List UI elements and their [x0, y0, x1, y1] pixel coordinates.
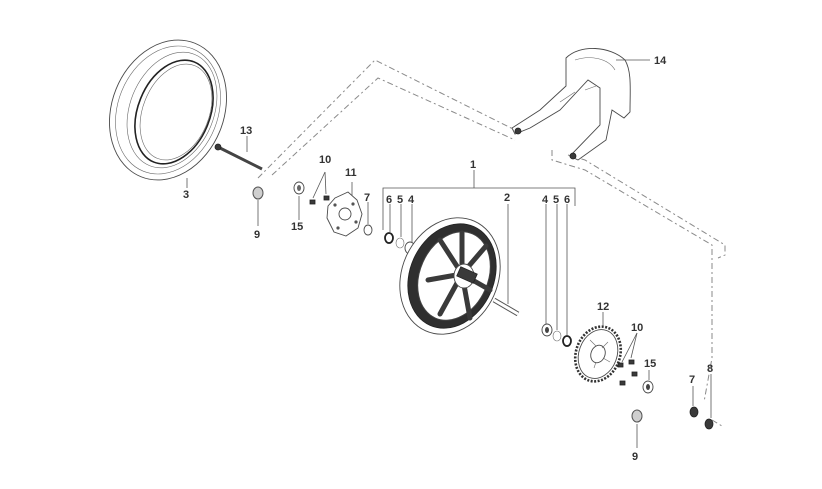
bolts-right — [617, 359, 638, 386]
callout-11: 11 — [345, 167, 357, 179]
callout-8: 8 — [707, 363, 713, 375]
callout-7-right: 7 — [689, 374, 695, 386]
hub-spacer — [492, 297, 520, 317]
bearing-group-right — [541, 323, 572, 347]
callout-12: 12 — [597, 301, 609, 313]
callout-9-left: 9 — [254, 229, 260, 241]
mudguard-bracket — [511, 48, 631, 161]
callout-7-left: 7 — [364, 192, 370, 204]
leader-lines — [186, 59, 712, 448]
callout-13: 13 — [240, 125, 252, 137]
seal-left — [293, 181, 305, 195]
callout-3: 3 — [183, 189, 189, 201]
callout-6-left: 6 — [386, 194, 392, 206]
callout-15-left: 15 — [291, 221, 303, 233]
axle-nut — [689, 406, 714, 430]
callout-labels: 1 2 3 4 4 5 5 6 6 7 7 8 9 9 10 10 11 12 … — [183, 55, 713, 463]
callout-9-right: 9 — [632, 451, 638, 463]
callout-14: 14 — [654, 55, 667, 67]
seal-right — [642, 380, 654, 394]
callout-1: 1 — [470, 159, 476, 171]
callout-10-right: 10 — [631, 322, 643, 334]
assembly-guide-lines — [257, 59, 726, 427]
axle — [214, 143, 263, 171]
wheel-rim — [399, 217, 501, 335]
bearing-group-left — [363, 224, 416, 255]
brake-disc-hub — [326, 191, 363, 237]
callout-5-right: 5 — [553, 194, 559, 206]
spacer-right — [631, 409, 643, 423]
tire — [109, 39, 227, 181]
callout-5-left: 5 — [397, 194, 403, 206]
callout-4-left: 4 — [408, 194, 415, 206]
bolts-left — [309, 195, 330, 205]
spacer-left — [252, 186, 264, 200]
callout-4-right: 4 — [542, 194, 549, 206]
callout-6-right: 6 — [564, 194, 570, 206]
callout-10-left: 10 — [319, 154, 331, 166]
callout-2: 2 — [504, 192, 510, 204]
sprocket — [573, 325, 623, 383]
callout-15-right: 15 — [644, 358, 656, 370]
